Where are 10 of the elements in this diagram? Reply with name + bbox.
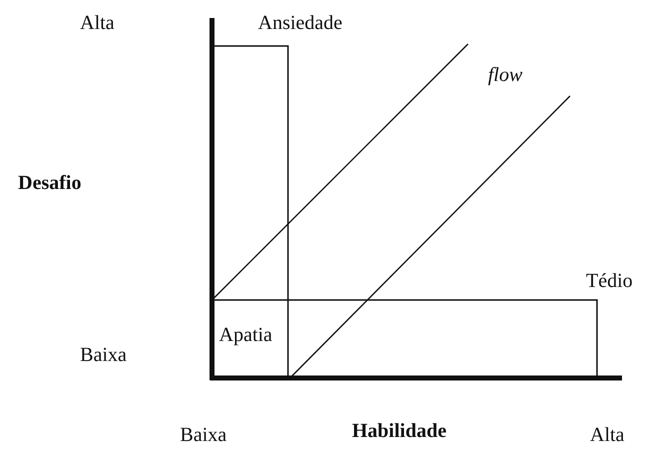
axis-title: Desafio <box>18 172 82 195</box>
axis-level-label: Baixa <box>80 344 127 367</box>
region-label: flow <box>488 64 522 87</box>
region-label: Ansiedade <box>258 12 342 35</box>
axis-title: Habilidade <box>352 420 446 443</box>
axis-level-label: Alta <box>80 12 114 35</box>
region-label: Apatia <box>219 324 272 347</box>
axis-level-label: Baixa <box>180 424 227 447</box>
region-label: Tédio <box>586 270 633 293</box>
axis-level-label: Alta <box>590 424 624 447</box>
